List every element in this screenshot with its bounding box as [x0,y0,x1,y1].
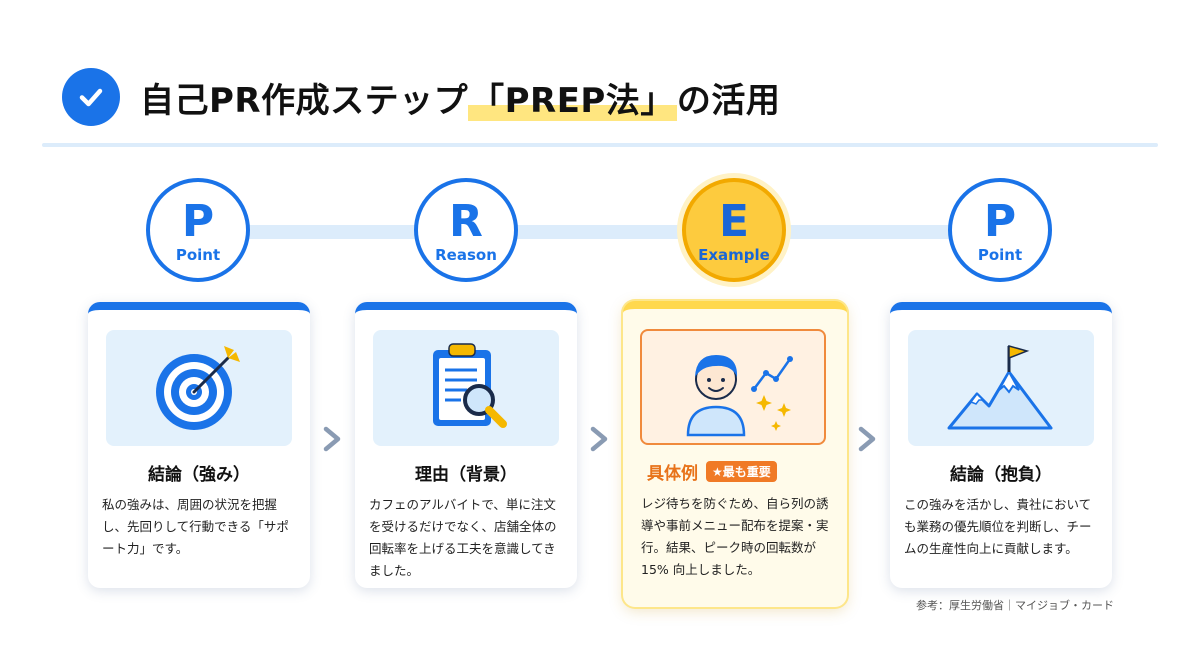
step-circle-point-final: P Point [948,178,1052,282]
step-word: Point [977,246,1023,264]
chevron-right-icon [323,426,341,452]
header: 自己PR作成ステップ「PREP法」の活用 [62,62,780,132]
step-word: Example [698,246,770,264]
illustration-panel [908,330,1094,446]
card-description: カフェのアルバイトで、単に注文を受けるだけでなく、店舗全体の回転率を上げる工夫を… [369,497,557,578]
card-point-final: 結論（抱負） この強みを活かし、貴社においても業務の優先順位を判断し、チームの生… [890,302,1112,588]
card-description: 私の強みは、周囲の状況を把握し、先回りして行動できる「サポート力」です。 [102,497,289,556]
card-description: レジ待ちを防ぐため、自ら列の誘導や事前メニュー配布を提案・実行。結果、ピーク時の… [641,496,829,577]
step-circle-point: P Point [146,178,250,282]
step-connector-line [200,225,1000,239]
title-highlight: 「PREP法」 [468,80,677,121]
step-letter: R [449,196,483,247]
step-word: Reason [435,246,497,264]
header-divider [42,143,1158,147]
step-letter: E [718,196,750,247]
mountain-flag-icon [947,345,1053,430]
illustration-panel [106,330,292,446]
card-title: 理由（背景） [415,465,517,485]
title-main: 自己PR作成ステップ [140,80,469,121]
chevron-right-icon [590,426,608,452]
clipboard-search-icon [433,343,507,428]
person-growth-icon [686,355,793,437]
most-important-badge: ★最も重要 [706,461,777,482]
step-circle-reason: R Reason [414,178,518,282]
card-reason: 理由（背景） カフェのアルバイトで、単に注文を受けるだけでなく、店舗全体の回転率… [355,302,577,588]
card-example: 具体例 ★最も重要 レジ待ちを防ぐため、自ら列の誘導や事前メニュー配布を提案・実… [623,301,847,607]
step-word: Point [175,246,221,264]
target-icon [156,346,240,430]
illustration-panel [640,329,826,445]
card-title: 具体例 ★最も重要 [647,459,777,484]
illustration-panel [373,330,559,446]
card-title: 結論（強み） [148,465,250,485]
page-title: 自己PR作成ステップ「PREP法」の活用 [140,73,780,122]
card-title-text: 具体例 [647,464,698,484]
source-note: 参考：厚生労働省｜マイジョブ・カード [916,599,1114,612]
check-badge [62,68,120,126]
step-circle-example: E Example [682,178,786,282]
card-description: この強みを活かし、貴社においても業務の優先順位を判断し、チームの生産性向上に貢献… [904,497,1092,556]
chevron-right-icon [858,426,876,452]
step-letter: P [983,196,1017,247]
check-icon [79,88,103,107]
card-title: 結論（抱負） [950,465,1052,485]
card-point: 結論（強み） 私の強みは、周囲の状況を把握し、先回りして行動できる「サポート力」… [88,302,310,588]
title-suffix: の活用 [676,80,781,121]
step-letter: P [181,196,215,247]
